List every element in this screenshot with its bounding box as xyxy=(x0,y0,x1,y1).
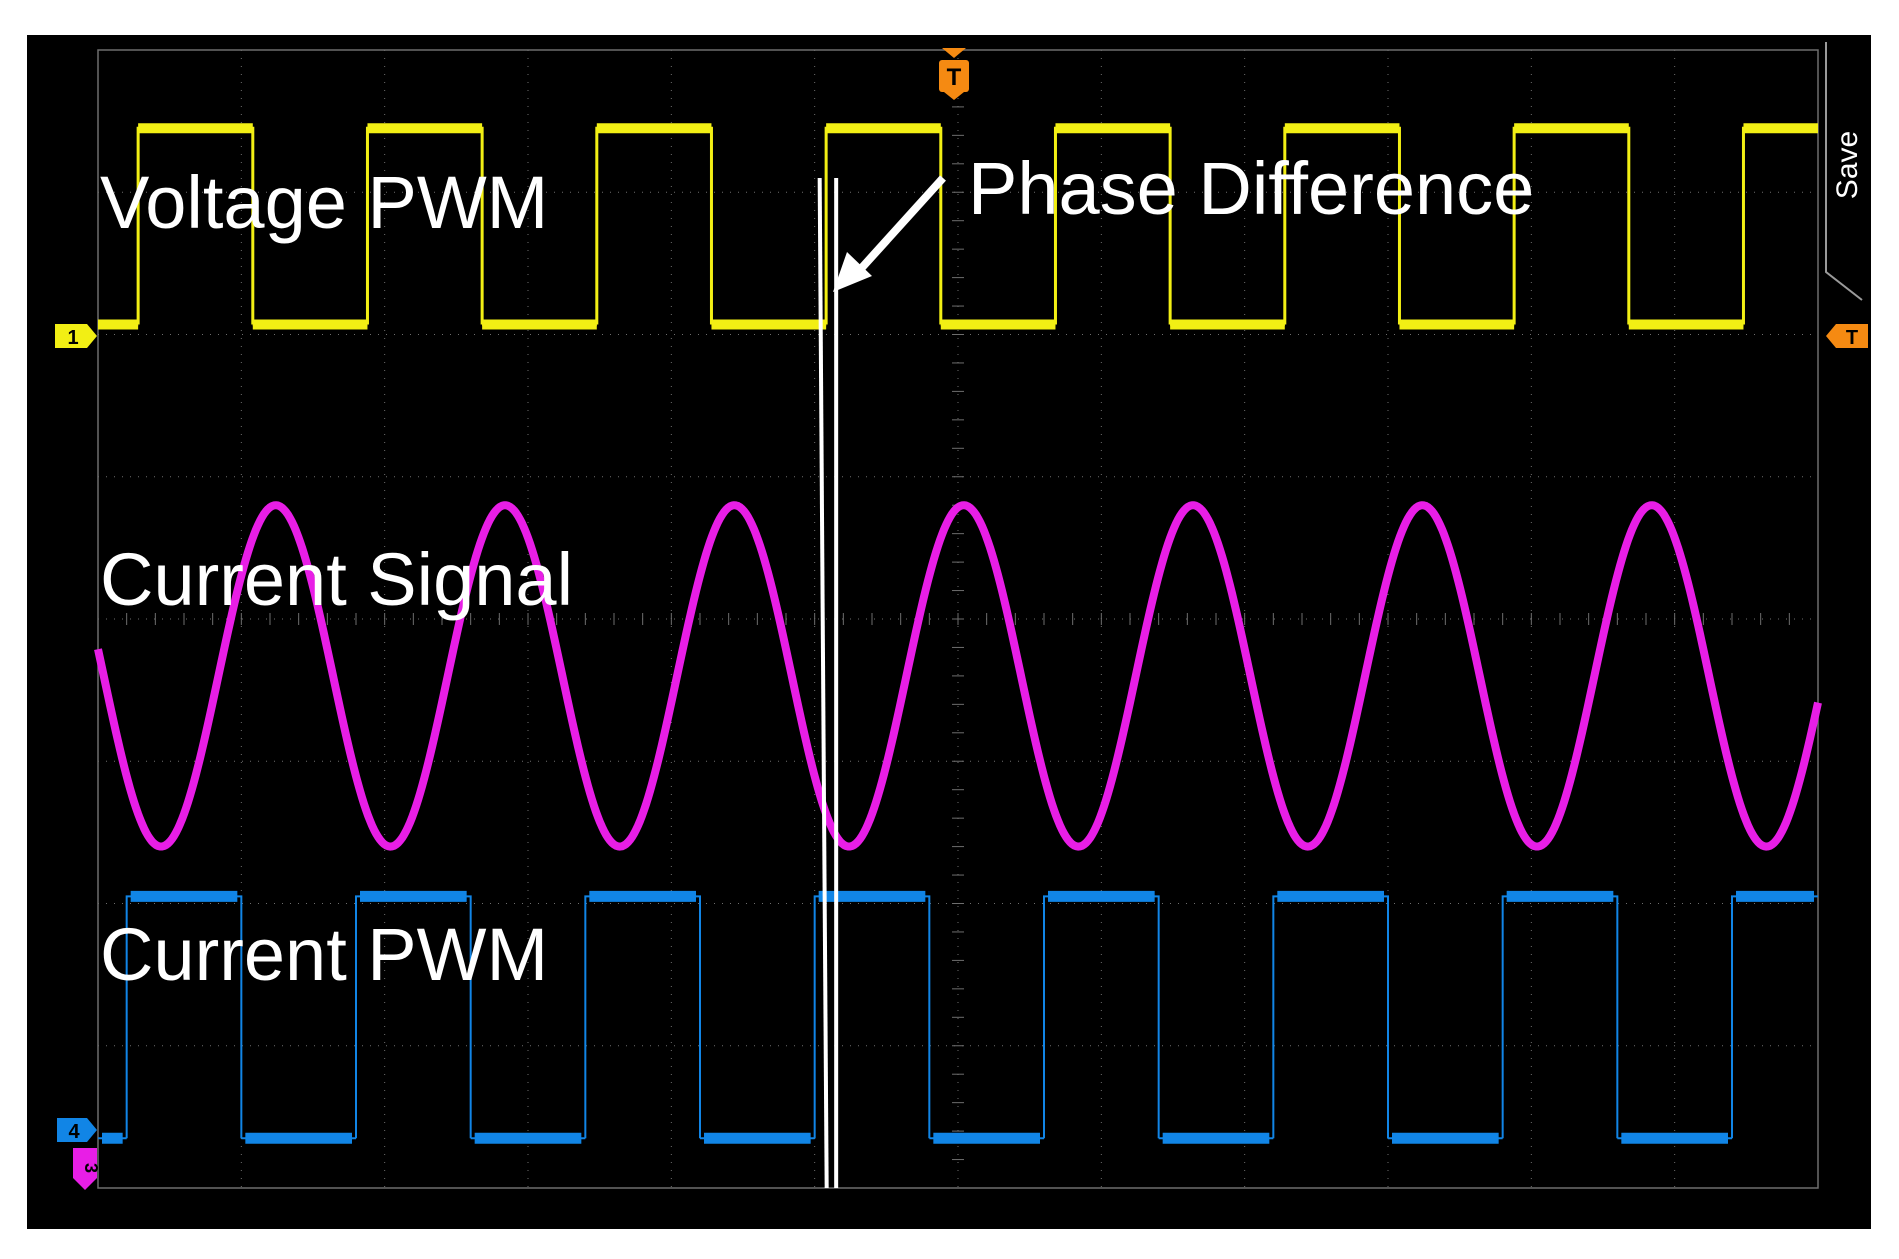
phase-marker-line-left xyxy=(817,177,829,1189)
phase-difference-annotation: Phase Difference xyxy=(968,147,1534,230)
trigger-level-marker[interactable]: T xyxy=(1826,324,1868,349)
channel-1-marker[interactable]: 1 xyxy=(55,324,97,349)
trigger-position-marker[interactable]: T xyxy=(939,48,969,100)
trigger-level-label: T xyxy=(1846,327,1858,349)
current-signal-trace xyxy=(94,501,1822,851)
channel-3-label: 3 xyxy=(81,1163,101,1173)
save-label: Save xyxy=(1831,131,1864,199)
scope-background xyxy=(27,35,1871,1229)
trigger-position-label: T xyxy=(947,64,962,91)
current-pwm-level-marks xyxy=(102,890,1814,1144)
channel-4-label: 4 xyxy=(68,1121,80,1143)
channel-1-label: 1 xyxy=(67,327,78,349)
channel-3-marker[interactable]: 3 xyxy=(73,1148,101,1190)
phase-difference-arrow xyxy=(833,175,946,292)
channel-4-marker[interactable]: 4 xyxy=(57,1118,97,1143)
voltage-pwm-annotation: Voltage PWM xyxy=(100,161,548,244)
current-pwm-annotation: Current PWM xyxy=(100,913,548,996)
save-button[interactable]: Save xyxy=(1825,42,1864,301)
current-signal-annotation: Current Signal xyxy=(100,538,573,621)
voltage-pwm-edge-marks xyxy=(98,123,1818,330)
